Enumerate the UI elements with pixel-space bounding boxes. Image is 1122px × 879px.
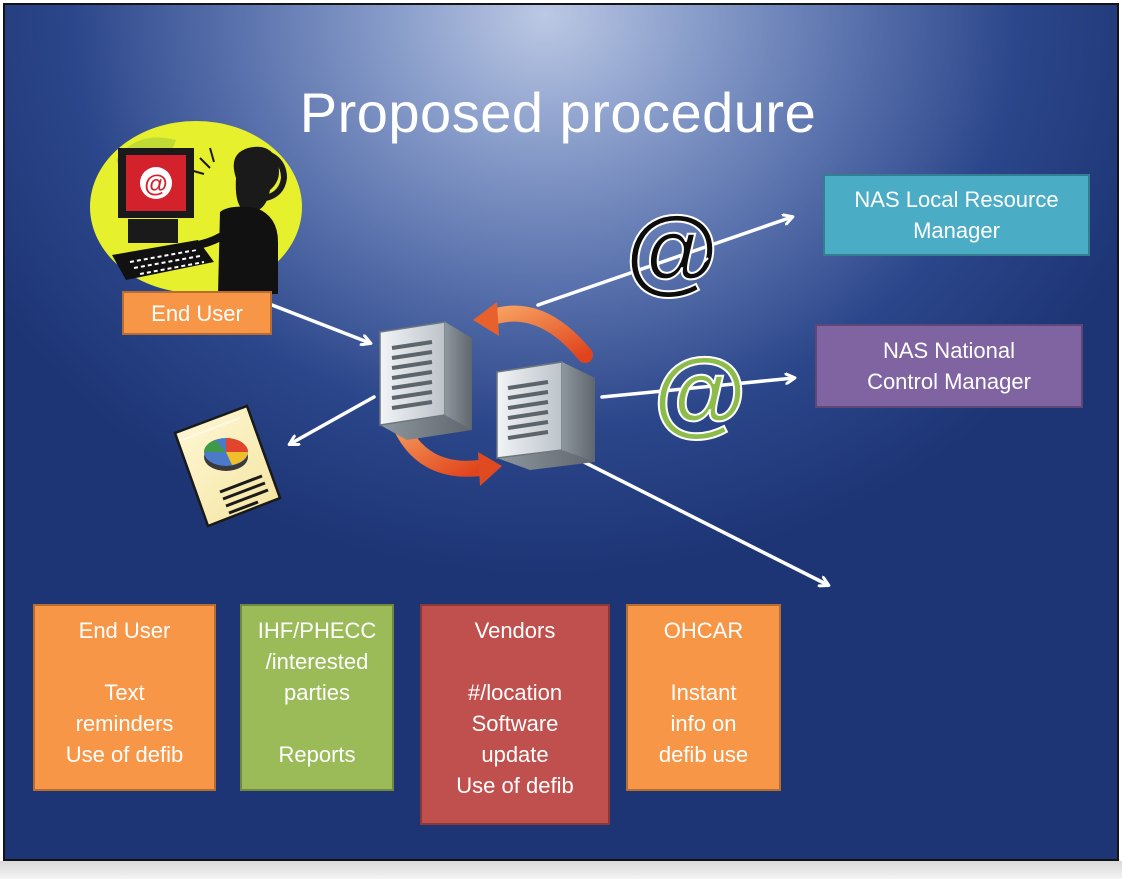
stakeholder-box-end-user: End User Text reminders Use of defib <box>33 604 216 791</box>
svg-text:@: @ <box>625 197 719 304</box>
arrow-server-to-local-resource-manager <box>536 217 792 307</box>
svg-text:@: @ <box>144 171 167 198</box>
stakeholder-box-vendors: Vendors #/location Software update Use o… <box>420 604 610 825</box>
arrow-server-to-national-control-manager <box>600 378 794 399</box>
end-user-label: End User <box>122 291 272 335</box>
arrow-server-to-lower-right <box>580 459 828 585</box>
at-sign-icon: @ <box>624 196 720 305</box>
arrow-server-to-report <box>290 395 376 444</box>
bottom-strip <box>0 861 1122 879</box>
slide-title: Proposed procedure <box>299 81 817 144</box>
stakeholder-box-ihf-phecc: IHF/PHECC /interested parties Reports <box>240 604 394 791</box>
server-icon <box>379 321 472 440</box>
national-control-manager-box: NAS National Control Manager <box>815 324 1083 408</box>
pie-chart-icon <box>204 438 248 471</box>
person-at-computer-icon: @ <box>90 121 302 294</box>
at-sign-icon: @ <box>652 338 748 447</box>
svg-text:@: @ <box>653 339 747 446</box>
stakeholder-box-ohcar: OHCAR Instant info on defib use <box>626 604 781 791</box>
local-resource-manager-box: NAS Local Resource Manager <box>823 174 1090 256</box>
arrow-end-user-to-server <box>270 303 370 343</box>
connector-arrows <box>270 217 828 585</box>
server-icon <box>496 361 595 470</box>
report-document-icon <box>173 404 282 528</box>
